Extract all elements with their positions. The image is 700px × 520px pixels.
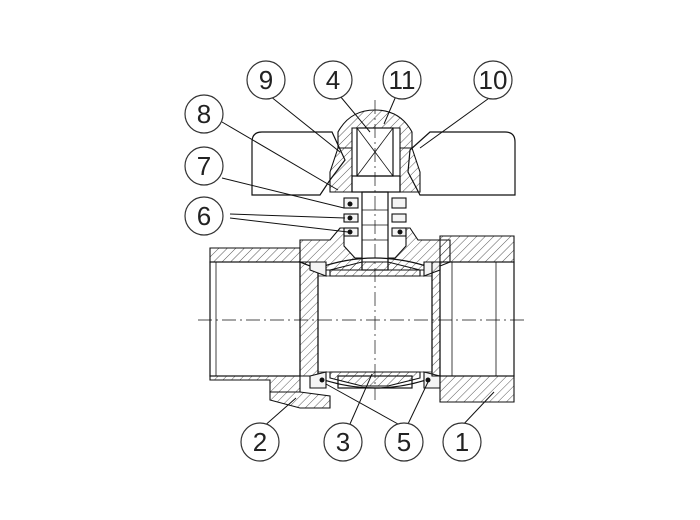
callout-4-label: 4 [326, 65, 340, 95]
callout-3: 3 [323, 422, 363, 462]
callout-2: 2 [240, 422, 280, 462]
callout-5-label: 5 [397, 427, 411, 457]
callout-11-label: 11 [389, 65, 416, 95]
callout-9: 9 [246, 60, 286, 100]
callout-8: 8 [184, 94, 224, 134]
callout-9-label: 9 [259, 65, 273, 95]
callout-3-label: 3 [336, 427, 350, 457]
callout-10-label: 10 [479, 65, 508, 95]
callout-6-label: 6 [197, 201, 211, 231]
callout-8-label: 8 [197, 99, 211, 129]
callout-11: 11 [382, 60, 422, 100]
valve-ball [317, 257, 433, 389]
callout-1: 1 [442, 422, 482, 462]
callout-6: 6 [184, 196, 224, 236]
callout-4: 4 [313, 60, 353, 100]
callout-5: 5 [384, 422, 424, 462]
body-left-end [209, 247, 331, 409]
callout-7: 7 [184, 146, 224, 186]
leader-lines [221, 95, 495, 429]
callout-2-label: 2 [253, 427, 267, 457]
callout-10: 10 [473, 60, 513, 100]
body-right-end [431, 235, 515, 403]
callout-7-label: 7 [197, 151, 211, 181]
callout-1-label: 1 [455, 427, 469, 457]
